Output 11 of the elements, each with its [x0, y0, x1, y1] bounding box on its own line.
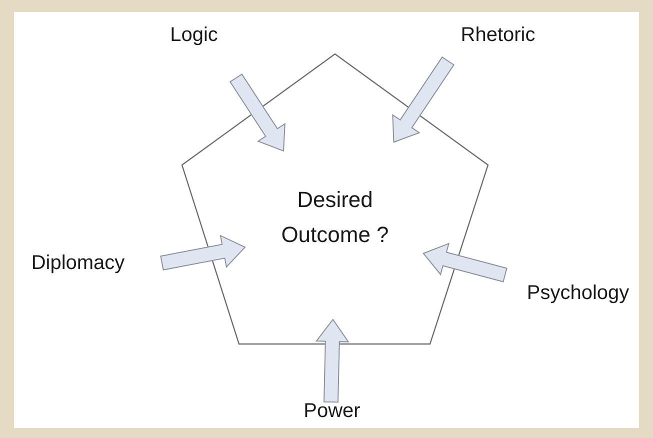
block-arrow	[315, 318, 350, 403]
block-arrow	[160, 234, 246, 270]
factor-label: Psychology	[526, 282, 630, 305]
factor-label: Logic	[169, 24, 219, 47]
factor-label: Power	[302, 400, 362, 423]
block-arrow	[422, 242, 508, 282]
block-arrow	[392, 56, 455, 143]
node-text: Desired Outcome ?	[280, 186, 390, 249]
factor-label: Rhetoric	[460, 24, 536, 47]
factor-label: Diplomacy	[30, 252, 126, 275]
block-arrow	[229, 73, 286, 152]
